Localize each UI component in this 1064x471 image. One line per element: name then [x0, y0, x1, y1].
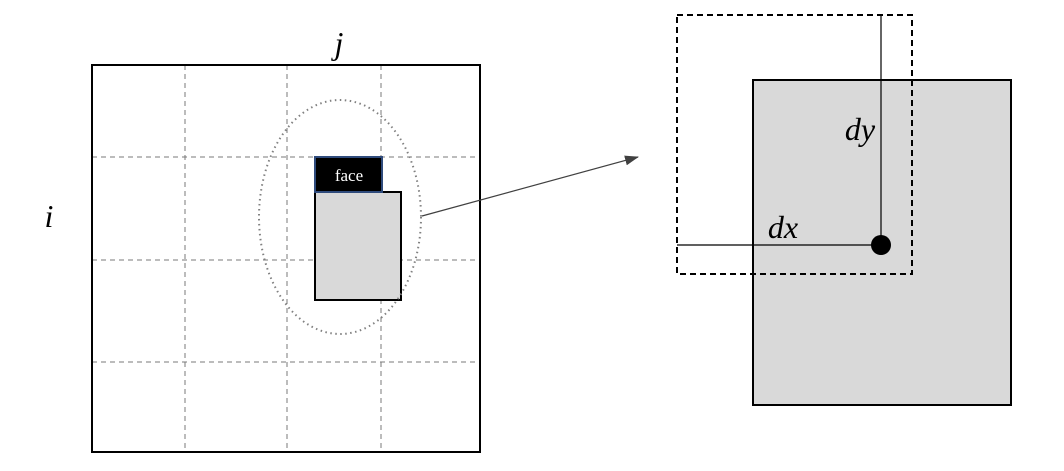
zoom-arrow: [421, 155, 639, 217]
dy-label: dy: [845, 111, 876, 147]
object-box: [752, 79, 1012, 406]
column-index-label: j: [331, 25, 344, 61]
row-index-label: i: [45, 198, 54, 234]
grid-lines: [92, 65, 480, 452]
object-center-point: [871, 235, 891, 255]
grid-cell-dashed: [676, 14, 913, 275]
highlight-ellipse: [258, 99, 422, 335]
zoomed-cell: dy dx: [676, 14, 1012, 406]
face-bounding-box: [314, 191, 402, 301]
face-tag: [314, 156, 383, 193]
image-grid: face j i: [45, 25, 481, 453]
dx-label: dx: [768, 209, 798, 245]
grid-border: [91, 64, 481, 453]
face-tag-label: face: [335, 166, 363, 185]
